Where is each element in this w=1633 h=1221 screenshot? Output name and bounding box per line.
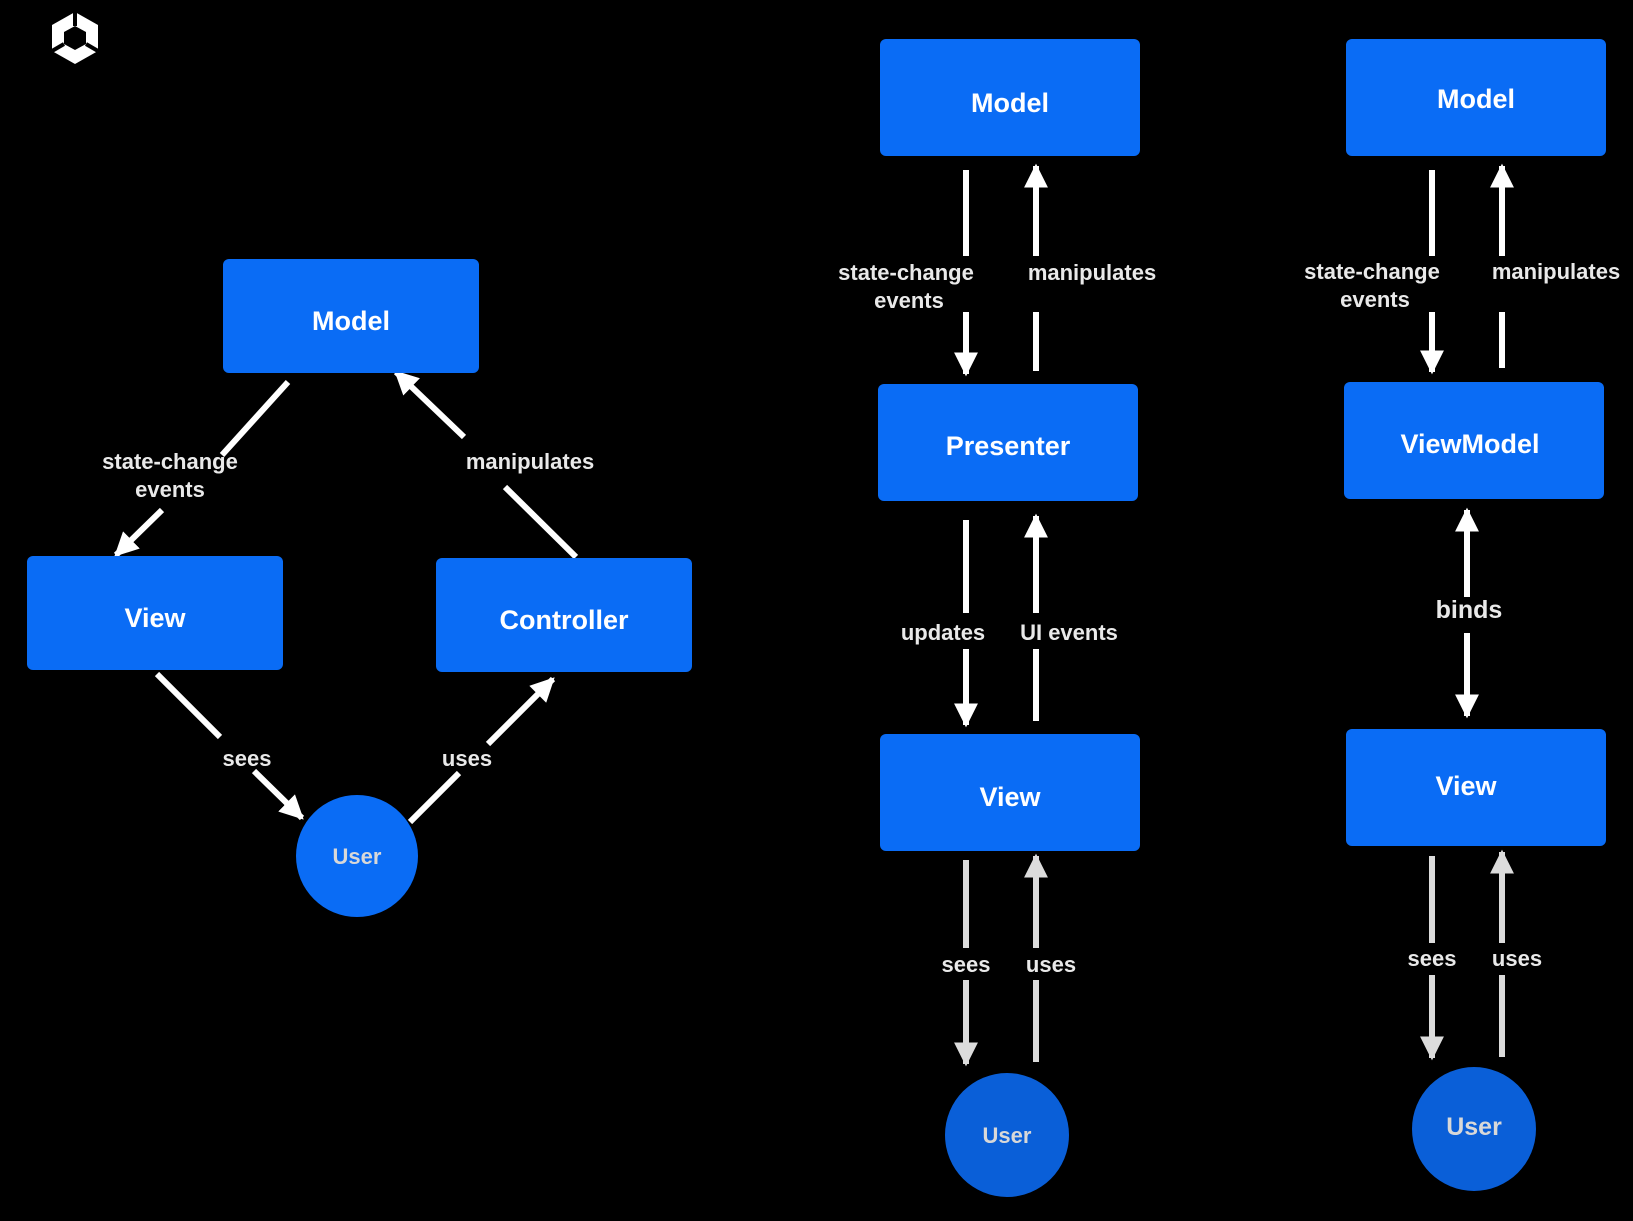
mvc-edge-segment	[407, 770, 462, 825]
mvp-presenter-label: Presenter	[946, 431, 1071, 461]
mvvm-diagram: Model ViewModel View User state-change e…	[1304, 39, 1620, 1191]
mvvm-state-change-label: state-change	[1304, 259, 1440, 284]
mvvm-view-box	[1346, 729, 1606, 846]
mvp-user-label: User	[983, 1123, 1032, 1148]
mvp-user-circle	[945, 1073, 1069, 1197]
mvp-manipulates-label: manipulates	[1028, 260, 1156, 285]
mvp-events-label: events	[874, 288, 944, 313]
mvc-uses-label: uses	[442, 746, 492, 771]
mvvm-user-circle	[1412, 1067, 1536, 1191]
mvvm-model-box	[1346, 39, 1606, 156]
mvc-controller-box	[436, 558, 692, 672]
mvvm-manipulates-label: manipulates	[1492, 259, 1620, 284]
mvvm-sees-label: sees	[1408, 946, 1457, 971]
mvvm-uses-label: uses	[1492, 946, 1542, 971]
mvc-manipulates-label: manipulates	[466, 449, 594, 474]
mvvm-viewmodel-box	[1344, 382, 1604, 499]
mvp-model-box	[880, 39, 1140, 156]
mvp-diagram: Model Presenter View User state-change e…	[838, 39, 1156, 1197]
mvc-user-label: User	[333, 844, 382, 869]
mvp-presenter-box	[878, 384, 1138, 501]
mvc-edge-segment	[219, 379, 291, 458]
mvvm-user-label: User	[1446, 1113, 1502, 1141]
mvc-model-box	[223, 259, 479, 373]
mvc-controller-label: Controller	[499, 605, 628, 635]
mvp-view-box	[880, 734, 1140, 851]
mvp-view-label: View	[979, 782, 1041, 812]
mvc-sees-arrow	[251, 768, 305, 821]
mvc-view-box	[27, 556, 283, 670]
mvc-state-change-arrow	[113, 507, 165, 558]
mvvm-view-label: View	[1435, 771, 1497, 801]
mvc-diagram: Model View Controller User state-change …	[27, 259, 692, 917]
mvc-manipulates-arrow	[393, 369, 467, 440]
mvp-model-label: Model	[971, 88, 1049, 118]
mvc-edge-segment	[502, 484, 579, 560]
mvc-edge-segment	[154, 671, 223, 740]
mvc-view-label: View	[124, 603, 186, 633]
mvvm-model-label: Model	[1437, 84, 1515, 114]
mvp-state-change-label: state-change	[838, 260, 974, 285]
mvp-updates-label: updates	[901, 620, 985, 645]
mvp-uses-label: uses	[1026, 952, 1076, 977]
mvc-state-change-label: state-change	[102, 449, 238, 474]
mvp-ui-events-label: UI events	[1020, 620, 1118, 645]
mvvm-viewmodel-label: ViewModel	[1400, 429, 1539, 459]
mvc-user-circle	[296, 795, 418, 917]
mvc-sees-label: sees	[223, 746, 272, 771]
mvc-model-label: Model	[312, 306, 390, 336]
mvc-events-label: events	[135, 477, 205, 502]
mvvm-binds-label: binds	[1436, 596, 1503, 624]
mvc-uses-arrow	[485, 676, 556, 747]
unity-cube-icon	[50, 12, 100, 64]
mvp-sees-label: sees	[942, 952, 991, 977]
mvvm-events-label: events	[1340, 287, 1410, 312]
